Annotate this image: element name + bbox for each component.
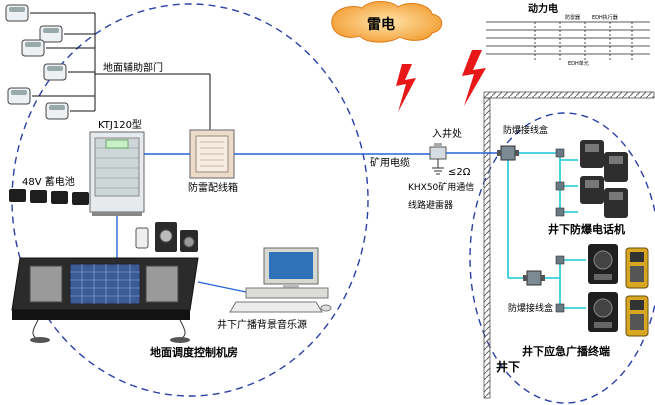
- ex-phones-label: 井下防爆电话机: [548, 222, 625, 236]
- power-small-label: EDH执行器: [592, 14, 618, 21]
- emergency-terminal-label: 井下应急广播终端: [522, 344, 610, 358]
- power-small-label: EDH单元: [568, 60, 589, 67]
- ground-icon: [432, 167, 444, 175]
- underground-label: 井下: [496, 359, 520, 374]
- thunder-label: 雷电: [367, 16, 395, 33]
- ex-junction-box-top: [497, 145, 519, 161]
- phone-wiring: [30, 12, 211, 130]
- speakers: [135, 222, 198, 252]
- surface-room-boundary: [11, 3, 369, 397]
- ktj-model-label: KTJ120型: [98, 118, 142, 131]
- shaft-wall: [483, 91, 655, 399]
- surface-blue-wiring: [116, 153, 430, 258]
- bg-music-label: 井下广播背景音乐源: [217, 318, 307, 331]
- console-computer-link: [197, 281, 247, 293]
- arrester-label-line1: KHX50矿用通信: [408, 181, 474, 193]
- power-lines: [486, 21, 650, 62]
- surface-aux-dept-label: 地面辅助部门: [103, 61, 163, 74]
- lightning-bolt-icon: [462, 50, 486, 106]
- control-room-label: 地面调度控制机房: [150, 345, 238, 359]
- khx50-arrester: [429, 143, 447, 168]
- ex-box-top-label: 防爆接线盒: [503, 124, 548, 136]
- arrester-label-line2: 线路避雷器: [408, 199, 453, 211]
- emergency-terminals: [588, 244, 649, 337]
- dispatch-console: [11, 257, 199, 343]
- ktj120-cabinet: [89, 131, 145, 216]
- ground-resistance-label: ≤2Ω: [448, 167, 471, 178]
- mine-cable-label: 矿用电缆: [370, 156, 410, 169]
- junction-nodes: [555, 148, 565, 313]
- lightning-bolt-icon: [396, 64, 416, 112]
- lightning-box-label: 防雷配线箱: [188, 181, 238, 194]
- music-source-computer: [229, 247, 332, 313]
- battery-bank: [9, 189, 89, 205]
- battery-label: 48V 蓄电池: [22, 175, 75, 188]
- ex-phones: [580, 140, 628, 218]
- underground-wiring: [507, 152, 586, 309]
- power-small-label: 防雷器: [565, 14, 580, 21]
- lightning-protection-box: [189, 129, 235, 179]
- ex-junction-box-bottom: [523, 270, 545, 286]
- ex-box-bottom-label: 防爆接线盒: [508, 302, 553, 314]
- shaft-entry-label: 入井处: [432, 127, 462, 140]
- surface-phones: [5, 4, 69, 120]
- thunder-cloud: [331, 1, 443, 43]
- power-label: 动力电: [528, 2, 558, 15]
